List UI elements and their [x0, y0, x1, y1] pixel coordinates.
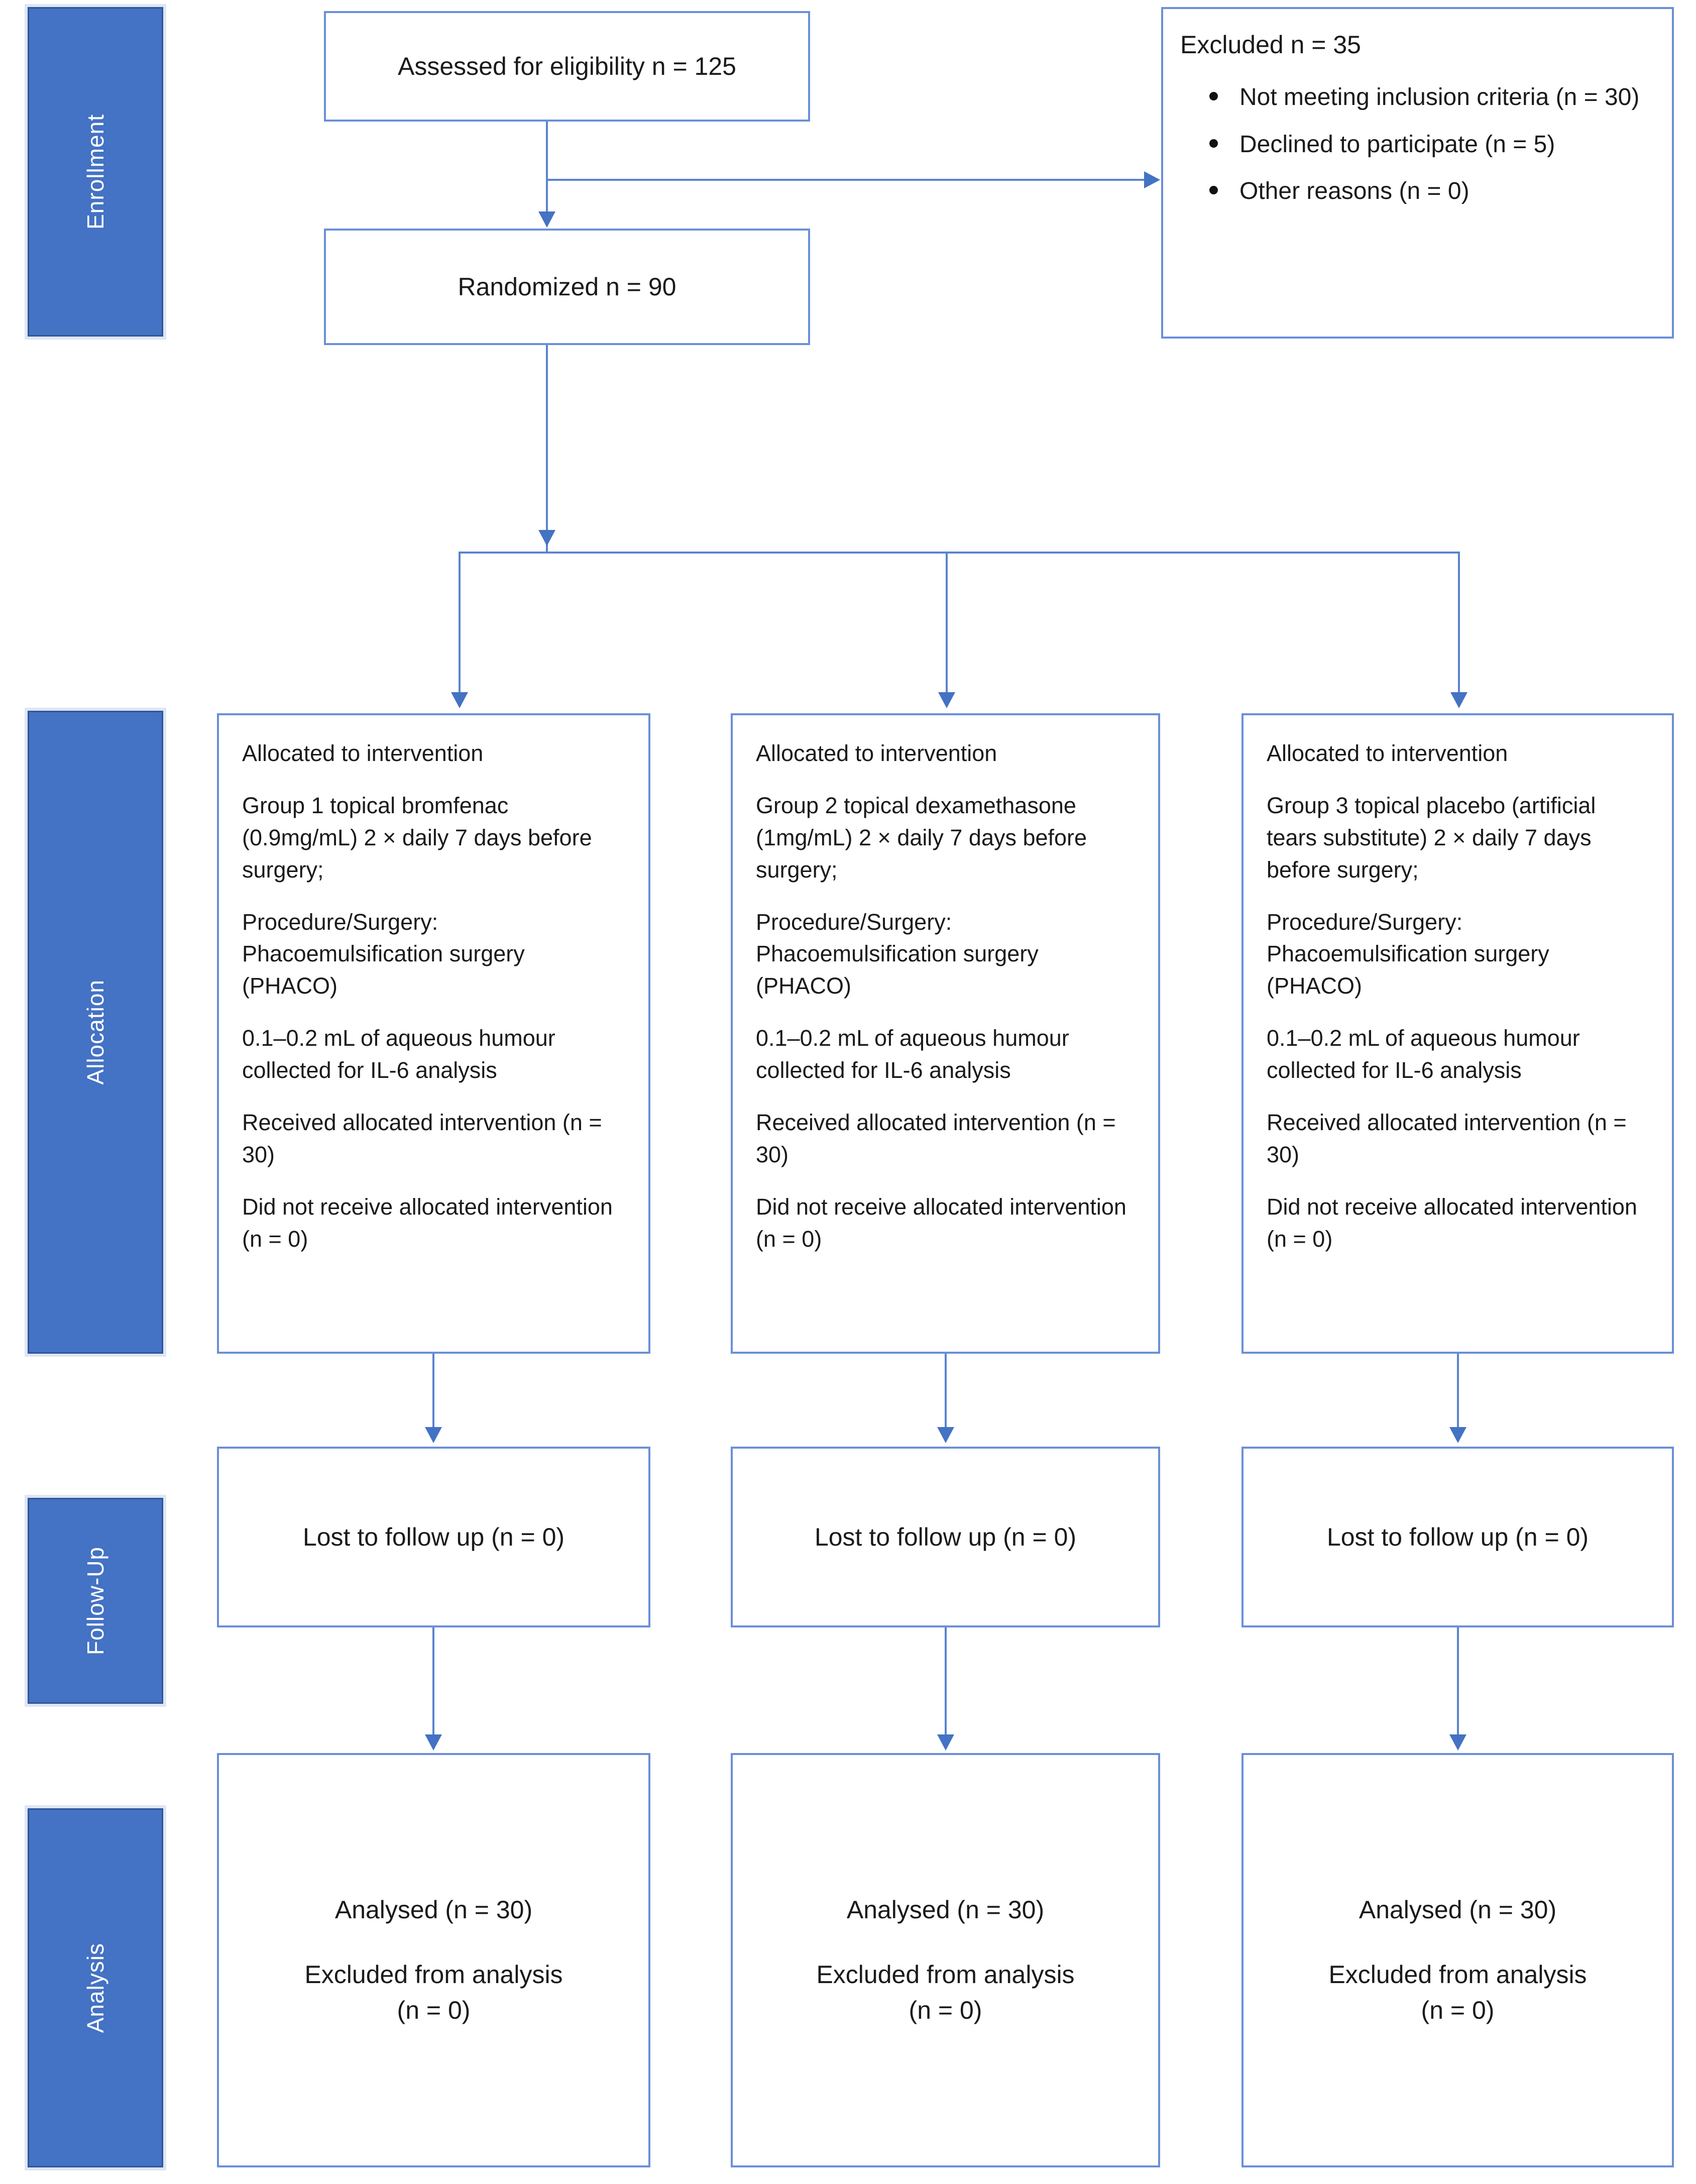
arrow-randomized-to-split: [538, 530, 555, 546]
stage-label-allocation: Allocation: [82, 979, 108, 1085]
bullet-dot-icon: [1209, 92, 1218, 100]
arrow-assessed-to-randomized: [538, 211, 555, 228]
allocation-heading: Allocated to intervention: [242, 740, 484, 766]
node-allocation-group-1: Allocated to intervention Group 1 topica…: [217, 713, 650, 1354]
stage-band-analysis: Analysis: [28, 1808, 163, 2167]
stage-label-followup: Follow-Up: [82, 1546, 108, 1656]
connector-group-1-to-followup: [432, 1354, 434, 1428]
list-item: Declined to participate (n = 5): [1209, 127, 1639, 162]
randomized-text: Randomized n = 90: [458, 272, 676, 301]
node-followup-group-2: Lost to follow up (n = 0): [731, 1447, 1160, 1627]
followup-text: Lost to follow up (n = 0): [1326, 1522, 1589, 1551]
stage-band-followup: Follow-Up: [28, 1498, 163, 1704]
arrow-followup-2-to-analysis: [937, 1734, 954, 1751]
list-item: Other reasons (n = 0): [1209, 174, 1639, 209]
node-allocation-group-2: Allocated to intervention Group 2 topica…: [731, 713, 1160, 1354]
arrow-followup-1-to-analysis: [425, 1734, 442, 1751]
stage-label-enrollment: Enrollment: [82, 114, 108, 230]
bullet-dot-icon: [1209, 139, 1218, 148]
excluded-reason-text: Not meeting inclusion criteria (n = 30): [1239, 84, 1640, 111]
node-followup-group-3: Lost to follow up (n = 0): [1241, 1447, 1674, 1627]
connector-group-3-to-followup: [1457, 1354, 1459, 1428]
arrow-group-1-to-followup: [425, 1427, 442, 1443]
arrow-split-to-group-2: [938, 692, 955, 708]
allocation-sample: 0.1–0.2 mL of aqueous humour collected f…: [1267, 1025, 1580, 1083]
analysis-analysed: Analysed (n = 30): [334, 1896, 533, 1924]
connector-split-to-group-2: [946, 552, 948, 693]
node-followup-group-1: Lost to follow up (n = 0): [217, 1447, 650, 1627]
node-analysis-group-1: Analysed (n = 30) Excluded from analysis…: [217, 1753, 650, 2167]
assessed-text: Assessed for eligibility n = 125: [398, 52, 736, 80]
stage-band-allocation: Allocation: [28, 711, 163, 1354]
analysis-excluded-line2: (n = 0): [397, 1996, 471, 2024]
bullet-dot-icon: [1209, 186, 1218, 195]
excluded-title: Excluded n = 35: [1180, 31, 1361, 59]
allocation-received: Received allocated intervention (n = 30): [242, 1110, 602, 1167]
analysis-analysed: Analysed (n = 30): [846, 1896, 1045, 1924]
node-excluded: Excluded n = 35 Not meeting inclusion cr…: [1161, 7, 1674, 339]
arrow-split-to-group-3: [1450, 692, 1467, 708]
connector-followup-1-to-analysis: [432, 1627, 434, 1735]
stage-band-enrollment: Enrollment: [28, 7, 163, 337]
analysis-excluded-line1: Excluded from analysis: [1328, 1960, 1587, 1989]
node-analysis-group-2: Analysed (n = 30) Excluded from analysis…: [731, 1753, 1160, 2167]
stage-label-analysis: Analysis: [82, 1942, 108, 2033]
allocation-treatment: Group 2 topical dexamethasone (1mg/mL) 2…: [756, 792, 1087, 883]
excluded-reason-text: Other reasons (n = 0): [1239, 178, 1469, 205]
node-analysis-group-3: Analysed (n = 30) Excluded from analysis…: [1241, 1753, 1674, 2167]
connector-split-to-group-3: [1458, 552, 1460, 693]
allocation-heading: Allocated to intervention: [1267, 740, 1508, 766]
node-randomized: Randomized n = 90: [324, 229, 810, 345]
allocation-sample: 0.1–0.2 mL of aqueous humour collected f…: [756, 1025, 1069, 1083]
list-item: Not meeting inclusion criteria (n = 30): [1209, 80, 1640, 115]
allocation-treatment: Group 1 topical bromfenac (0.9mg/mL) 2 ×…: [242, 792, 592, 883]
connector-assessed-to-randomized: [546, 122, 548, 213]
allocation-not-received: Did not receive allocated intervention (…: [1267, 1193, 1637, 1252]
allocation-heading: Allocated to intervention: [756, 740, 997, 766]
analysis-analysed: Analysed (n = 30): [1359, 1896, 1557, 1924]
arrow-followup-3-to-analysis: [1449, 1734, 1466, 1751]
allocation-procedure: Procedure/Surgery: Phacoemulsification s…: [756, 909, 1039, 999]
connector-group-2-to-followup: [945, 1354, 947, 1428]
excluded-reason-text: Declined to participate (n = 5): [1239, 131, 1555, 158]
node-assessed-for-eligibility: Assessed for eligibility n = 125: [324, 11, 810, 122]
allocation-treatment: Group 3 topical placebo (artificial tear…: [1267, 792, 1596, 883]
allocation-not-received: Did not receive allocated intervention (…: [756, 1193, 1126, 1252]
connector-split-to-group-1: [459, 552, 461, 693]
followup-text: Lost to follow up (n = 0): [814, 1522, 1077, 1551]
arrow-group-3-to-followup: [1449, 1427, 1466, 1443]
analysis-excluded-line2: (n = 0): [909, 1996, 982, 2024]
allocation-received: Received allocated intervention (n = 30): [756, 1110, 1116, 1167]
connector-randomized-down: [546, 345, 548, 553]
excluded-reasons-list: Not meeting inclusion criteria (n = 30) …: [1180, 80, 1639, 209]
allocation-sample: 0.1–0.2 mL of aqueous humour collected f…: [242, 1025, 555, 1083]
connector-to-excluded: [546, 179, 1145, 181]
connector-allocation-split-bar: [459, 552, 1460, 554]
allocation-received: Received allocated intervention (n = 30): [1267, 1110, 1627, 1167]
allocation-not-received: Did not receive allocated intervention (…: [242, 1193, 613, 1252]
followup-text: Lost to follow up (n = 0): [302, 1522, 565, 1551]
connector-followup-2-to-analysis: [945, 1627, 947, 1735]
analysis-excluded-line2: (n = 0): [1421, 1996, 1495, 2024]
analysis-excluded-line1: Excluded from analysis: [816, 1960, 1075, 1989]
arrow-split-to-group-1: [451, 692, 468, 708]
node-allocation-group-3: Allocated to intervention Group 3 topica…: [1241, 713, 1674, 1354]
arrow-to-excluded: [1144, 171, 1160, 188]
allocation-procedure: Procedure/Surgery: Phacoemulsification s…: [1267, 909, 1549, 999]
analysis-excluded-line1: Excluded from analysis: [304, 1960, 563, 1989]
allocation-procedure: Procedure/Surgery: Phacoemulsification s…: [242, 909, 525, 999]
connector-followup-3-to-analysis: [1457, 1627, 1459, 1735]
arrow-group-2-to-followup: [937, 1427, 954, 1443]
